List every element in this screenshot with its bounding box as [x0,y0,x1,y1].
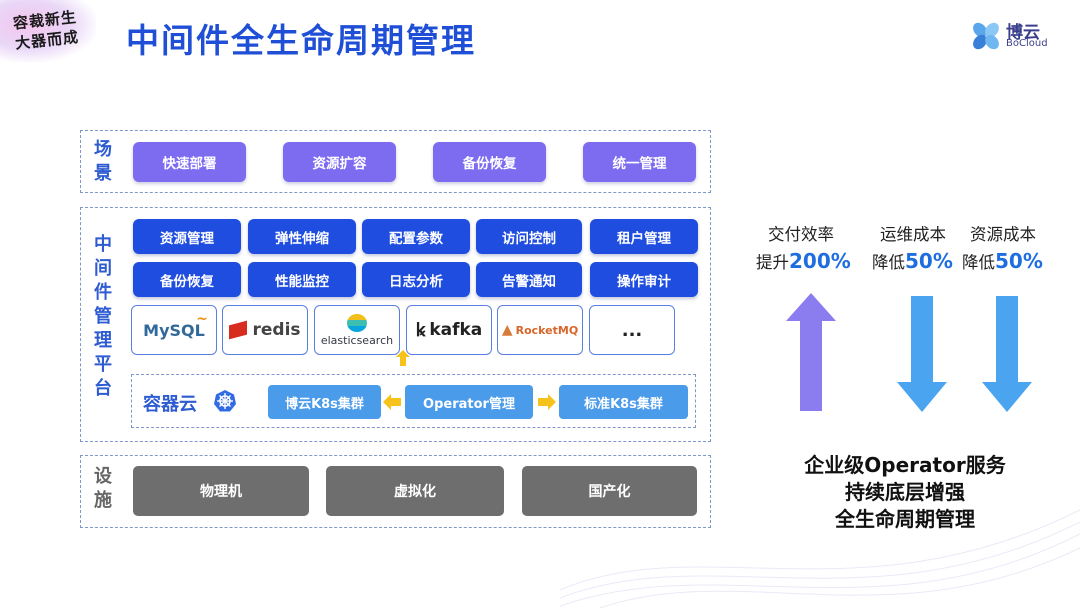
arrow-right-icon [538,394,556,410]
kafka-icon: ꝃ [415,320,426,341]
brand-name-en: BoCloud [1006,38,1048,49]
bocloud-k8s-cluster: 博云K8s集群 [268,385,381,419]
rocketmq-logo: ▲ RocketMQ [497,305,583,355]
summary-line: 企业级Operator服务 [804,453,1006,477]
capability-item: 资源管理 [133,219,241,254]
metric-value: 50% [905,249,953,273]
capability-item: 访问控制 [476,219,582,254]
scenario-item: 统一管理 [583,142,696,182]
scenario-label: 场景 [92,138,114,186]
elasticsearch-logo-text: elasticsearch [320,333,394,347]
container-cloud-group [131,374,696,428]
brand-name-cn: 博云 [1006,23,1040,43]
kafka-logo-text: kafka [429,320,483,340]
capability-item: 备份恢复 [133,262,241,297]
elasticsearch-logo: elasticsearch [314,305,400,355]
capability-item: 租户管理 [590,219,698,254]
metric-value: 200% [789,249,851,273]
more-middleware: ... [589,305,675,355]
mysql-logo-text: MySQL [143,320,205,340]
event-logo: 容裁新生 大器而成 [0,0,96,62]
metric-name: 资源成本 [970,225,1036,244]
infra-item: 物理机 [133,466,309,516]
standard-k8s-cluster: 标准K8s集群 [559,385,688,419]
big-up-arrow-icon [786,293,836,411]
summary-text: 企业级Operator服务 持续底层增强 全生命周期管理 [780,452,1030,533]
arrow-left-icon [383,394,401,410]
metric-direction: 降低 [962,253,995,272]
capability-item: 日志分析 [362,262,470,297]
scenario-item: 备份恢复 [433,142,546,182]
redis-logo-text: redis [252,320,301,340]
bocloud-logo: 博云 BoCloud [970,18,1066,54]
event-logo-text: 容裁新生 大器而成 [12,8,80,53]
big-down-arrow-icon [982,296,1032,412]
metric-resource-cost: 资源成本 降低50% [962,222,1052,276]
infra-group [80,455,711,528]
infra-item: 虚拟化 [326,466,504,516]
capability-item: 操作审计 [590,262,698,297]
page-title: 中间件全生命周期管理 [126,21,476,60]
metric-value: 50% [995,249,1043,273]
kafka-logo: ꝃ kafka [406,305,492,355]
mysql-logo: MySQL ~ [131,305,217,355]
scenario-group [80,130,711,193]
arrow-up-icon [396,350,410,366]
scenario-item: 快速部署 [133,142,246,182]
platform-label: 中间件管理平台 [94,234,112,399]
metric-name: 交付效率 [768,225,834,244]
summary-line: 全生命周期管理 [835,507,975,531]
infra-label: 设施 [94,466,112,511]
container-cloud-label: 容器云 [143,394,197,415]
rocketmq-logo-text: RocketMQ [515,323,579,337]
redis-cube-icon [229,320,248,340]
scenario-label-text: 场景 [94,139,112,184]
operator-management: Operator管理 [405,385,533,419]
bocloud-icon [973,22,999,50]
dolphin-icon: ~ [196,311,208,327]
metric-delivery: 交付效率 提升200% [756,222,856,276]
metric-name: 运维成本 [880,225,946,244]
metric-ops-cost: 运维成本 降低50% [872,222,962,276]
ellipsis-text: ... [621,319,643,341]
infra-item: 国产化 [522,466,697,516]
rocket-icon: ▲ [501,322,513,338]
elasticsearch-icon [347,313,367,332]
capability-item: 弹性伸缩 [248,219,356,254]
big-down-arrow-icon [897,296,947,412]
metric-direction: 提升 [756,253,789,272]
redis-logo: redis [222,305,308,355]
background-waves [560,509,1080,608]
scenario-item: 资源扩容 [283,142,396,182]
capability-item: 告警通知 [476,262,582,297]
capability-item: 性能监控 [248,262,356,297]
summary-line: 持续底层增强 [845,480,965,504]
metric-direction: 降低 [872,253,905,272]
kubernetes-icon [214,390,236,412]
capability-item: 配置参数 [362,219,470,254]
platform-group [80,207,711,442]
